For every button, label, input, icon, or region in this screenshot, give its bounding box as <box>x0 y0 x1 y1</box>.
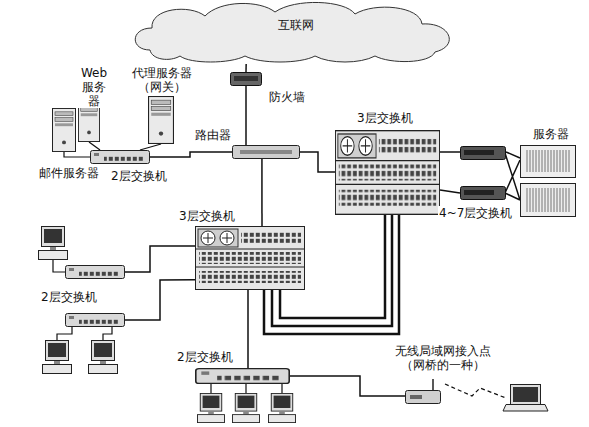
pc-wire <box>53 260 65 272</box>
server-tower: 代理服务器 （网关） <box>148 96 174 144</box>
l2-switch: 2层交换机 <box>90 150 150 164</box>
network-cable <box>150 152 232 157</box>
cross-wire <box>440 190 460 193</box>
network-cable <box>245 86 247 145</box>
server-tower-shape <box>52 108 76 152</box>
device-label: 代理服务器 （网关） <box>128 66 196 94</box>
network-cable <box>506 152 520 158</box>
cross-wire <box>505 153 520 200</box>
server-tower-shape <box>148 96 174 144</box>
l2-switch: 2层交换机 <box>65 313 125 327</box>
pc-wire <box>57 327 72 340</box>
l3-switch-shape <box>195 226 305 290</box>
device-label: 2层交换机 <box>110 169 168 183</box>
device-label: 防火墙 <box>268 90 306 104</box>
l3-switch: 3层交换机 <box>335 130 440 215</box>
server-tower: 邮件服务器 <box>52 108 76 152</box>
router: 路由器 <box>232 145 300 159</box>
network-cable <box>261 159 263 226</box>
l3-switch-shape <box>335 130 440 215</box>
l3-switch: 3层交换机 <box>195 226 305 290</box>
server-rack-shape <box>520 145 576 217</box>
pc-icon <box>268 393 295 422</box>
device-label: 2层交换机 <box>40 290 98 304</box>
pc-icon <box>232 393 259 422</box>
network-cable <box>140 144 161 150</box>
l4-7-switch-shape <box>460 146 506 200</box>
access-point: 无线局域网接入点 （网桥的一种） <box>405 378 441 404</box>
internet-cloud: 互联网 <box>130 0 460 64</box>
device-label: 路由器 <box>194 128 232 142</box>
device-label: 3层交换机 <box>356 111 414 125</box>
network-cable <box>290 376 405 396</box>
server-tower: Web 服务器 <box>78 98 100 142</box>
device-label: 4~7层交换机 <box>438 206 513 220</box>
device-label: 2层交换机 <box>176 350 234 364</box>
internet-cloud-shape <box>130 0 460 64</box>
device-label: 邮件服务器 <box>38 166 100 180</box>
pc-wire <box>211 384 282 393</box>
pc-wire <box>103 327 112 340</box>
firewall-shape <box>230 72 262 86</box>
laptop-icon <box>503 385 548 412</box>
pc-icon <box>197 393 224 422</box>
firewall: 防火墙 <box>230 72 262 86</box>
device-label: 互联网 <box>130 18 462 32</box>
pc-icon <box>89 341 118 374</box>
network-cable <box>440 151 460 153</box>
wireless-link <box>445 384 506 398</box>
server-rack: 服务器 <box>520 145 576 217</box>
network-cable <box>64 152 90 157</box>
device-label: 3层交换机 <box>178 209 236 223</box>
switch-wire <box>125 246 195 272</box>
device-label: Web 服务器 <box>76 66 112 108</box>
router-shape <box>232 145 300 159</box>
l2-switch-shape <box>195 368 290 384</box>
network-cable <box>245 64 247 72</box>
network-cable <box>125 280 195 320</box>
extra-wires <box>53 153 520 398</box>
network-cable <box>247 290 249 368</box>
network-cable <box>300 152 335 172</box>
l2-switch-shape <box>65 313 125 327</box>
pc-icon <box>43 341 72 374</box>
device-label: 无线局域网接入点 （网桥的一种） <box>388 344 498 372</box>
l2-switch: 2层交换机 <box>195 368 290 384</box>
access-point-shape <box>405 378 441 404</box>
l4-7-switch: 4~7层交换机 <box>460 146 506 200</box>
l2-switch-shape <box>90 150 150 164</box>
device-label: 服务器 <box>532 127 570 141</box>
switch-icon <box>66 266 125 279</box>
pc-icon <box>39 227 68 260</box>
network-cable <box>89 142 100 150</box>
